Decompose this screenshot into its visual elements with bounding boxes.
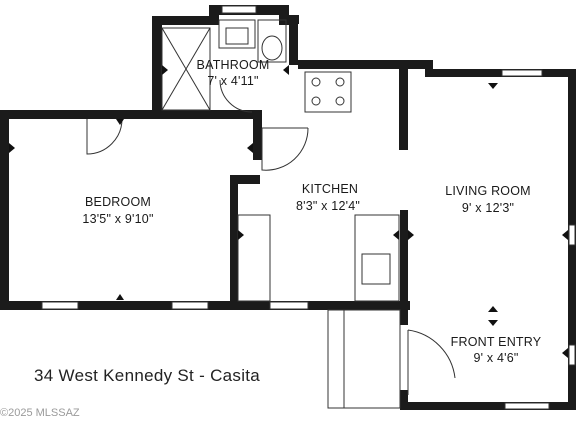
- living-room-dims: 9' x 12'3": [462, 201, 514, 215]
- fixtures: [161, 19, 401, 409]
- caption: 34 West Kennedy St - Casita: [34, 366, 260, 385]
- front-entry-dims: 9' x 4'6": [473, 351, 518, 365]
- kitchen-dims: 8'3" x 12'4": [296, 199, 360, 213]
- dimension-markers: [9, 65, 568, 358]
- bedroom-name: BEDROOM: [85, 195, 151, 209]
- bedroom-dims: 13'5" x 9'10": [82, 212, 153, 226]
- bathroom-name: BATHROOM: [197, 58, 270, 72]
- living-room-name: LIVING ROOM: [445, 184, 531, 198]
- kitchen-name: KITCHEN: [302, 182, 358, 196]
- doors: [86, 79, 456, 395]
- windows: [41, 5, 576, 410]
- watermark: ©2025 MLSSAZ: [0, 407, 80, 419]
- front-entry-name: FRONT ENTRY: [451, 335, 542, 349]
- bathroom-dims: 7' x 4'11": [207, 74, 258, 88]
